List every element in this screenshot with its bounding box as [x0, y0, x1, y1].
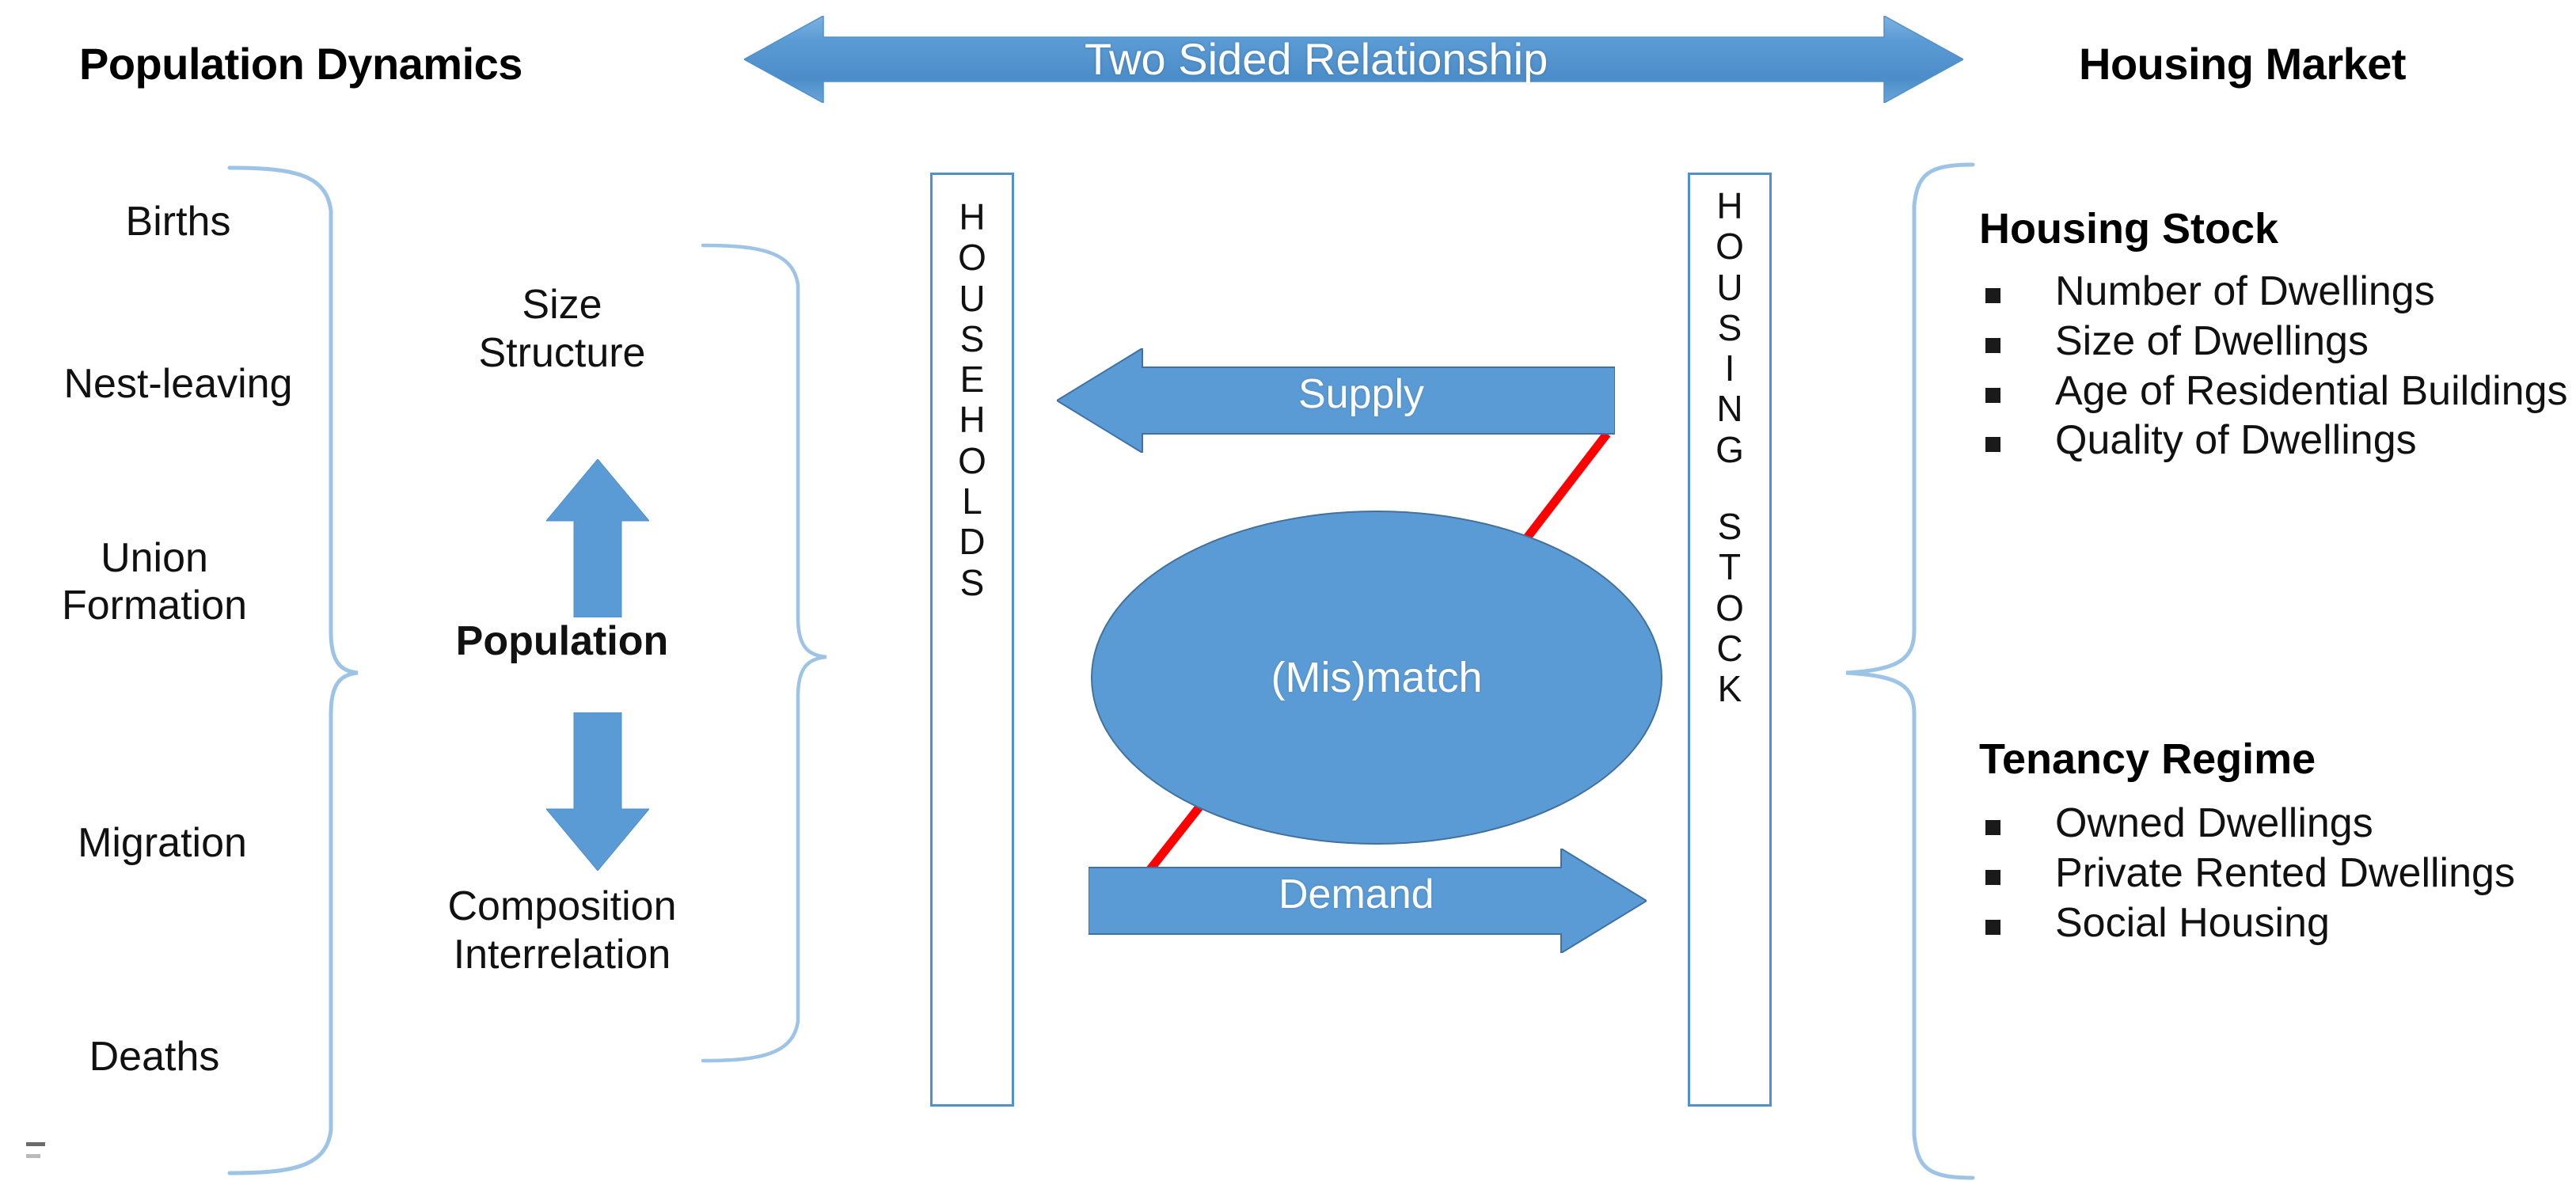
list-item: Owned Dwellings [1979, 799, 2533, 848]
list-item: Number of Dwellings [1979, 268, 2576, 316]
bullet-square-icon [1985, 288, 2000, 303]
population-dynamics-brace [222, 158, 364, 1179]
list-item-label: Owned Dwellings [2055, 800, 2373, 846]
bullet-square-icon [1985, 869, 2000, 885]
right-arrow-icon [1089, 849, 1647, 953]
bullet-square-icon [1985, 820, 2000, 835]
supply-arrow: Supply [1057, 348, 1615, 453]
demand-label: Demand [1279, 872, 1434, 917]
list-item: Social Housing [1979, 899, 2533, 947]
population-core-brace [697, 237, 839, 1069]
list-item-label: Social Housing [2055, 899, 2330, 946]
population-down-arrow [546, 712, 649, 871]
list-item: Private Rented Dwellings [1979, 849, 2533, 898]
bullet-square-icon [1985, 437, 2000, 453]
bullet-square-icon [1985, 387, 2000, 403]
bullet-square-icon [1985, 337, 2000, 353]
page-title-housing-market: Housing Market [2079, 39, 2407, 89]
list-item: Age of Residential Buildings [1979, 367, 2576, 416]
double-headed-arrow-icon [744, 16, 1963, 103]
demand-arrow: Demand [1089, 849, 1647, 953]
population-dynamics-item-deaths: Deaths [89, 1034, 220, 1080]
mismatch-label: (Mis)match [1271, 654, 1483, 701]
population-core-label: Population [455, 618, 669, 664]
housing-stock-bullet-list: Number of Dwellings Size of Dwellings Ag… [1979, 268, 2576, 466]
list-item-label: Age of Residential Buildings [2055, 367, 2568, 414]
list-item: Quality of Dwellings [1979, 416, 2576, 465]
left-curly-brace-icon [1845, 162, 1975, 1180]
scan-artifact-mark-secondary [26, 1154, 40, 1158]
population-up-arrow [546, 459, 649, 617]
list-item-label: Quality of Dwellings [2055, 417, 2417, 464]
left-arrow-icon [1057, 348, 1615, 453]
population-dynamics-item-births: Births [125, 199, 231, 245]
page-title-population-dynamics: Population Dynamics [79, 39, 522, 89]
supply-label: Supply [1298, 371, 1424, 417]
scan-artifact-mark [26, 1142, 45, 1146]
two-sided-relationship-label: Two Sided Relationship [1085, 34, 1548, 84]
mismatch-ellipse: (Mis)match [1091, 511, 1662, 845]
list-item: Size of Dwellings [1979, 317, 2576, 366]
housing-market-brace [1845, 157, 1979, 1181]
up-arrow-icon [546, 459, 649, 617]
list-item-label: Size of Dwellings [2055, 317, 2369, 364]
list-item-label: Private Rented Dwellings [2055, 849, 2515, 896]
population-dynamics-item-nest-leaving: Nest-leaving [63, 361, 293, 407]
list-item-label: Number of Dwellings [2055, 268, 2435, 314]
two-sided-relationship-arrow: Two Sided Relationship [744, 16, 1963, 103]
population-dynamics-item-migration: Migration [78, 820, 247, 866]
tenancy-regime-section-title: Tenancy Regime [1979, 735, 2316, 783]
housing-stock-section-title: Housing Stock [1979, 205, 2279, 253]
bullet-square-icon [1985, 919, 2000, 935]
right-curly-brace-icon [701, 243, 827, 1063]
down-arrow-icon [546, 712, 649, 871]
right-curly-brace-icon [227, 165, 359, 1175]
tenancy-regime-bullet-list: Owned Dwellings Private Rented Dwellings… [1979, 799, 2533, 948]
